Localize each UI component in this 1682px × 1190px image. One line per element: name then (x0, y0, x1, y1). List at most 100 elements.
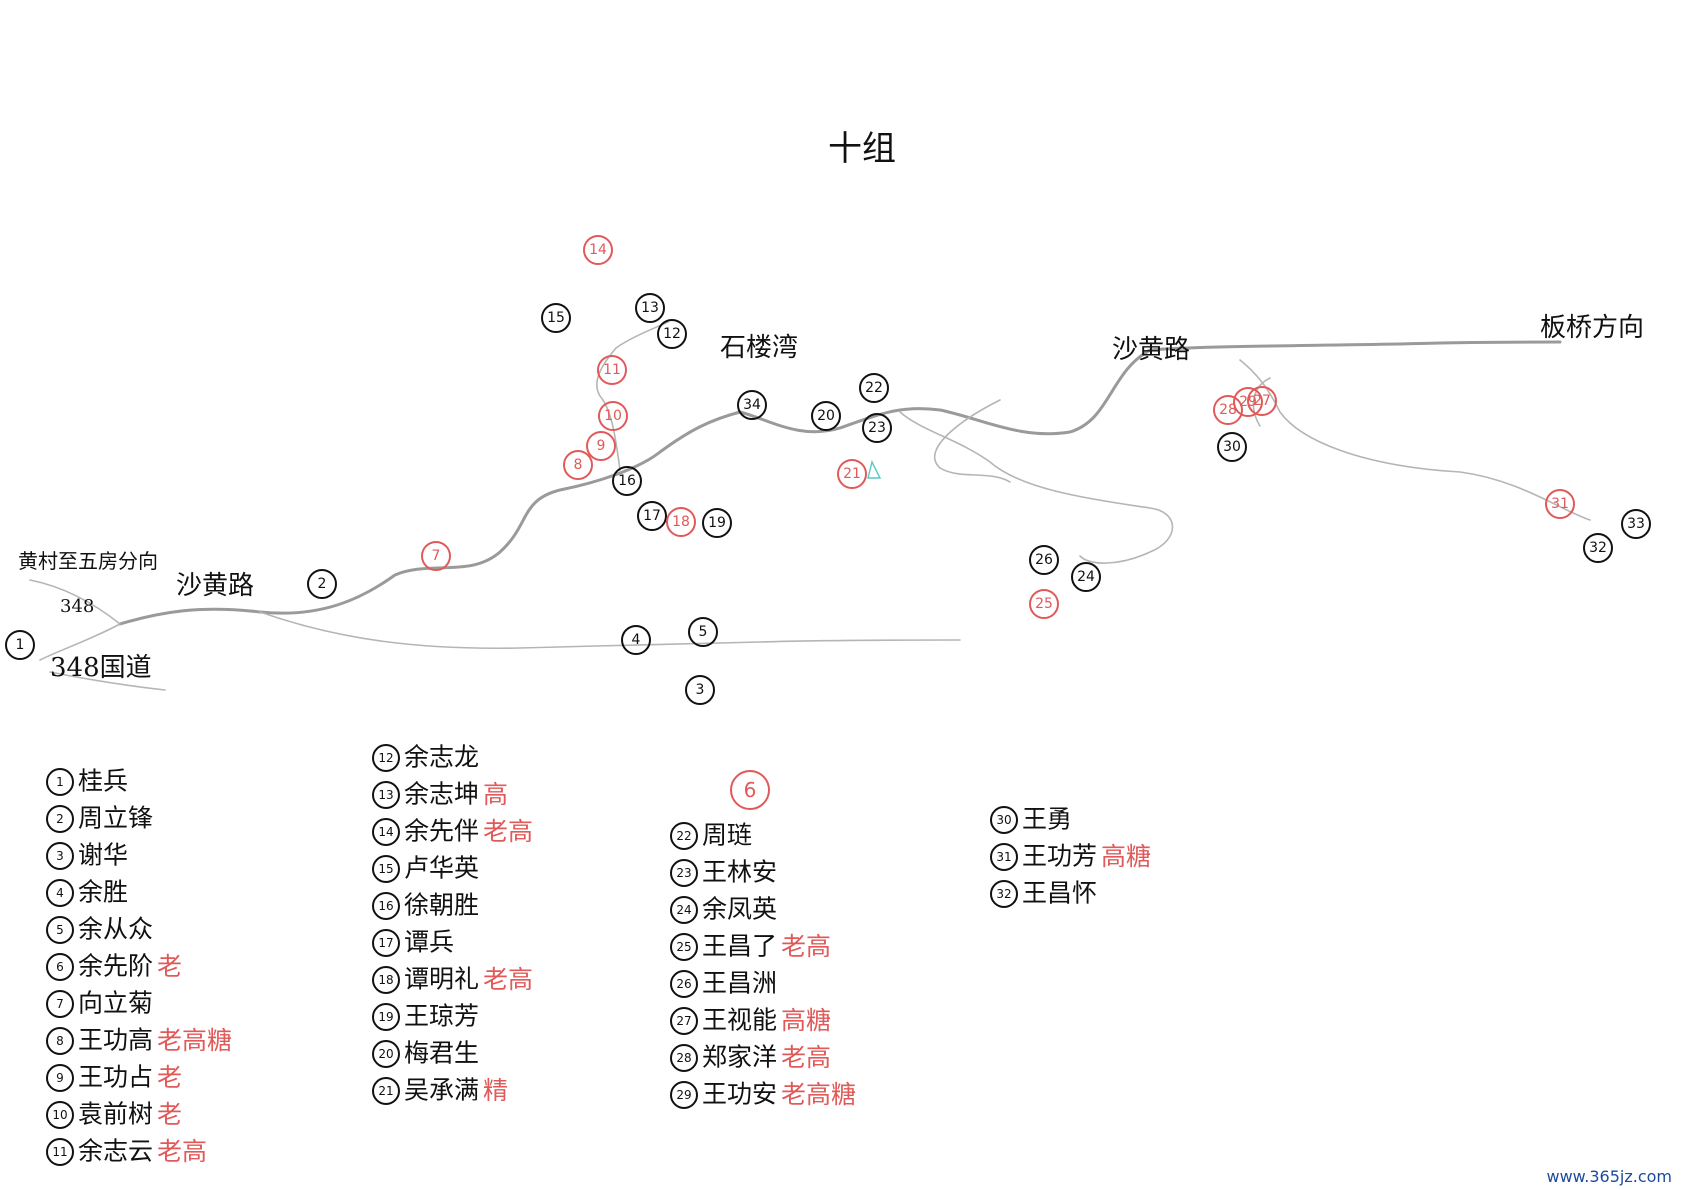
marker-number: 20 (817, 408, 835, 424)
marker-circle (635, 293, 665, 323)
legend-name: 王林安 (702, 857, 778, 887)
marker-circle (1545, 489, 1575, 519)
legend-name: 郑家洋 (702, 1042, 778, 1072)
marker-number: 16 (618, 473, 636, 489)
marker-number: 1 (16, 637, 25, 653)
marker-number: 13 (641, 300, 659, 316)
east-spur-short (1252, 377, 1271, 427)
marker-circle (541, 303, 571, 333)
marker-circle (5, 630, 35, 660)
legend-tag: 老高 (781, 931, 832, 961)
marker-circle (583, 235, 613, 265)
east-spur (1239, 359, 1591, 521)
label-shilouwan: 石楼湾 (720, 333, 798, 363)
legend-name: 周立锋 (78, 803, 154, 833)
marker-circle (657, 319, 687, 349)
house-marker-2: 2 (307, 569, 337, 599)
house-marker-26: 26 (1029, 545, 1059, 575)
legend-number: 24 (670, 895, 698, 924)
group-badge: 6 (730, 770, 770, 810)
house-marker-7: 7 (421, 541, 451, 571)
legend-name: 梅君生 (404, 1038, 480, 1068)
legend-number: 26 (670, 969, 698, 998)
marker-number: 25 (1035, 596, 1053, 612)
legend-number: 28 (670, 1043, 698, 1072)
house-marker-10: 10 (598, 401, 628, 431)
legend-number: 17 (372, 928, 400, 957)
house-marker-11: 11 (597, 355, 627, 385)
legend-tag: 精 (483, 1075, 509, 1105)
legend-name: 王功占 (78, 1062, 154, 1092)
legend-number: 27 (670, 1006, 698, 1035)
legend-name: 王昌了 (702, 931, 778, 961)
marker-circle (563, 450, 593, 480)
legend-name: 桂兵 (78, 766, 129, 796)
marker-circle (1071, 562, 1101, 592)
house-marker-16: 16 (612, 466, 642, 496)
legend-name: 王琼芳 (404, 1001, 480, 1031)
house-marker-14: 14 (583, 235, 613, 265)
legend-number: 9 (46, 1063, 74, 1092)
legend-number: 3 (46, 841, 74, 870)
legend-name: 余凤英 (702, 894, 778, 924)
legend-name: 余先伴 (404, 816, 480, 846)
marker-number: 28 (1219, 402, 1237, 418)
marker-circle (307, 569, 337, 599)
legend-tag: 高 (483, 779, 509, 809)
legend-tag: 老高糖 (157, 1025, 233, 1055)
marker-circle (1217, 432, 1247, 462)
house-marker-20: 20 (811, 401, 841, 431)
map-title: 十组 (828, 129, 896, 169)
legend-number: 32 (990, 879, 1018, 908)
legend-name: 余志坤 (404, 779, 480, 809)
legend-number: 6 (46, 952, 74, 981)
marker-circle (1621, 509, 1651, 539)
marker-circle (637, 501, 667, 531)
house-marker-8: 8 (563, 450, 593, 480)
marker-number: 34 (743, 397, 761, 413)
legend-tag: 老高糖 (781, 1079, 857, 1109)
marker-circle (666, 507, 696, 537)
marker-number: 29 (1239, 394, 1257, 410)
marker-circle (586, 431, 616, 461)
marker-circle (598, 401, 628, 431)
legend-name: 王勇 (1022, 804, 1073, 834)
marker-number: 26 (1035, 552, 1053, 568)
legend-number: 10 (46, 1100, 74, 1129)
legend-name: 卢华英 (404, 853, 480, 883)
label-road-number: 348 (60, 596, 94, 617)
marker-circle (811, 401, 841, 431)
legend-name: 周琏 (702, 820, 753, 850)
legend-number: 5 (46, 915, 74, 944)
house-marker-17: 17 (637, 501, 667, 531)
branch-road-west (29, 579, 121, 661)
legend-number: 19 (372, 1002, 400, 1031)
marker-number: 19 (708, 515, 726, 531)
legend-number: 31 (990, 842, 1018, 871)
legend-name: 余先阶 (78, 951, 154, 981)
house-marker-4: 4 (621, 625, 651, 655)
legend-number: 7 (46, 989, 74, 1018)
legend-tag: 老高 (157, 1136, 208, 1166)
marker-number: 24 (1077, 569, 1095, 585)
legend-name: 余胜 (78, 877, 129, 907)
label-national-road: 348国道 (50, 653, 152, 683)
legend-number: 4 (46, 878, 74, 907)
legend-number: 14 (372, 817, 400, 846)
marker-number: 7 (432, 548, 441, 564)
